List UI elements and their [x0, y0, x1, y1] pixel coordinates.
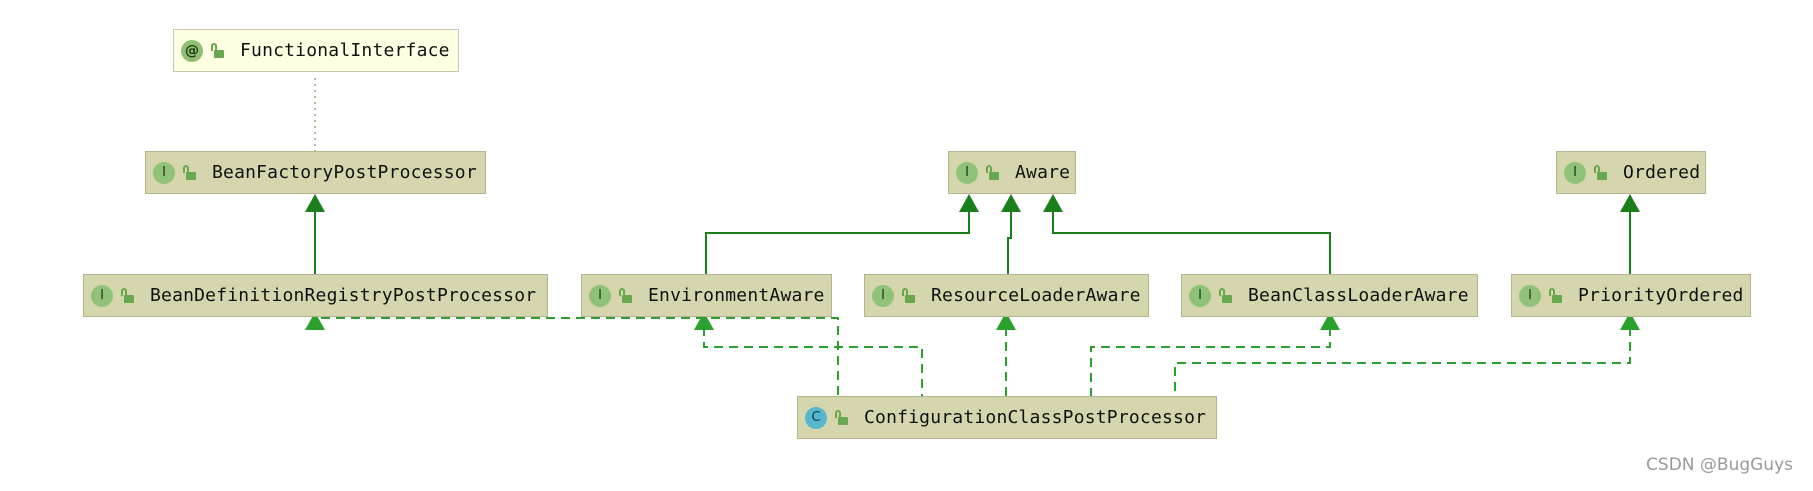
edge-implements-configuration_class_post_processor-to-priority_ordered: [1174, 327, 1631, 396]
arrowhead: [1001, 194, 1021, 212]
public-lock-icon: [834, 409, 848, 426]
node-label: Ordered: [1623, 162, 1701, 183]
annotation-icon: @: [181, 39, 203, 62]
node-bean-class-loader-aware[interactable]: I BeanClassLoaderAware: [1181, 274, 1478, 317]
interface-icon: I: [872, 284, 894, 307]
arrowhead: [959, 194, 979, 212]
public-lock-icon: [1548, 287, 1562, 304]
public-lock-icon: [618, 287, 632, 304]
node-configuration-class-post-processor[interactable]: C ConfigurationClassPostProcessor: [797, 396, 1217, 439]
arrowhead: [694, 312, 714, 330]
node-label: BeanFactoryPostProcessor: [212, 162, 477, 183]
interface-icon: I: [1189, 284, 1211, 307]
watermark: CSDN @BugGuys: [1646, 455, 1793, 475]
interface-icon: I: [589, 284, 611, 307]
public-lock-icon: [182, 164, 196, 181]
arrowhead: [1620, 194, 1640, 212]
node-ordered[interactable]: I Ordered: [1556, 151, 1706, 194]
edge-extends-environment_aware-to-aware: [705, 204, 970, 274]
arrowhead: [1320, 312, 1340, 330]
arrowhead: [305, 194, 325, 212]
arrowhead: [1043, 194, 1063, 212]
node-aware[interactable]: I Aware: [948, 151, 1076, 194]
edge-extends-resource_loader_aware-to-aware: [1007, 204, 1012, 274]
arrowhead: [1620, 312, 1640, 330]
interface-icon: I: [153, 161, 175, 184]
node-label: EnvironmentAware: [648, 285, 825, 306]
edge-implements-configuration_class_post_processor-to-bean_definition_registry_post_processor: [314, 317, 839, 396]
public-lock-icon: [1593, 164, 1607, 181]
node-priority-ordered[interactable]: I PriorityOrdered: [1511, 274, 1751, 317]
public-lock-icon: [210, 42, 224, 59]
node-label: BeanClassLoaderAware: [1248, 285, 1469, 306]
public-lock-icon: [120, 287, 134, 304]
public-lock-icon: [901, 287, 915, 304]
node-label: FunctionalInterface: [240, 40, 450, 61]
edge-extends-bean_class_loader_aware-to-aware: [1052, 204, 1331, 274]
node-label: ResourceLoaderAware: [931, 285, 1141, 306]
node-environment-aware[interactable]: I EnvironmentAware: [581, 274, 832, 317]
interface-icon: I: [956, 161, 978, 184]
node-bean-definition-registry-post-processor[interactable]: I BeanDefinitionRegistryPostProcessor: [83, 274, 548, 317]
node-label: PriorityOrdered: [1578, 285, 1744, 306]
edge-implements-configuration_class_post_processor-to-bean_class_loader_aware: [1090, 327, 1331, 396]
public-lock-icon: [1218, 287, 1232, 304]
interface-icon: I: [91, 284, 113, 307]
node-label: Aware: [1015, 162, 1071, 183]
node-resource-loader-aware[interactable]: I ResourceLoaderAware: [864, 274, 1149, 317]
node-functional-interface[interactable]: @ FunctionalInterface: [173, 29, 459, 72]
edge-implements-configuration_class_post_processor-to-environment_aware: [703, 327, 923, 396]
node-label: BeanDefinitionRegistryPostProcessor: [150, 285, 537, 306]
public-lock-icon: [985, 164, 999, 181]
node-label: ConfigurationClassPostProcessor: [864, 407, 1207, 428]
class-icon: C: [805, 406, 827, 429]
arrowhead: [996, 312, 1016, 330]
interface-icon: I: [1519, 284, 1541, 307]
node-bean-factory-post-processor[interactable]: I BeanFactoryPostProcessor: [145, 151, 486, 194]
arrowhead: [305, 312, 325, 330]
interface-icon: I: [1564, 161, 1586, 184]
